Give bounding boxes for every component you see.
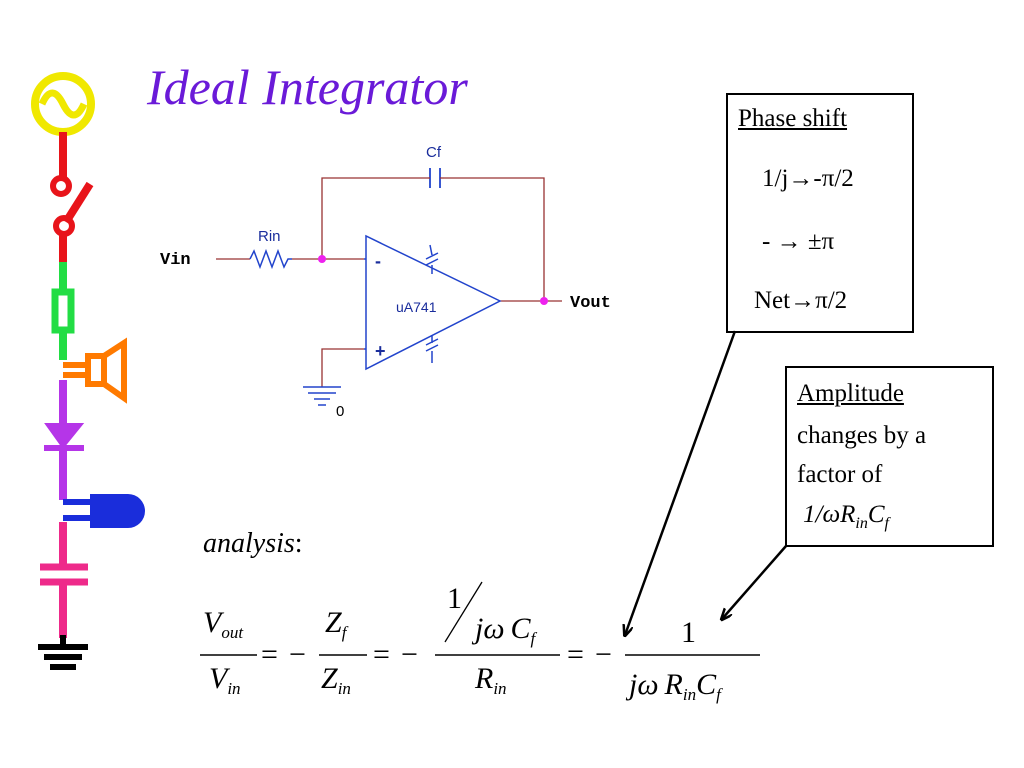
capacitor-cf [428, 168, 444, 188]
amplitude-line-1: changes by a [797, 422, 927, 449]
phase-arrow [625, 330, 737, 635]
ground-label: 0 [336, 403, 344, 420]
eq-one-small: 1 [447, 582, 462, 615]
eq-zin: Zin [321, 662, 351, 698]
eq-minus-2: − [401, 638, 418, 671]
eq-one: 1 [681, 616, 696, 649]
phase-shift-heading: Phase shift [738, 105, 848, 132]
resistor-icon [51, 262, 75, 360]
output-node [540, 297, 548, 305]
phase-shift-box: Phase shift 1/j→-π/2 - → ±π Net→π/2 [726, 93, 914, 333]
eq-equals-2: = [373, 638, 390, 671]
sidebar-circuit-strip [31, 72, 145, 670]
inverting-input-sign: - [375, 251, 381, 271]
resistor-rin [249, 248, 292, 270]
analysis-label: analysis: [203, 528, 303, 559]
noninverting-input-sign: + [375, 341, 386, 361]
eq-minus-1: − [289, 638, 306, 671]
opamp-label: uA741 [396, 299, 437, 315]
eq-equals-1: = [261, 638, 278, 671]
eq-zf: Zf [325, 606, 349, 642]
vout-label: Vout [570, 294, 611, 313]
ground-icon [38, 635, 88, 670]
phase-shift-line-2: - → ±π [762, 228, 835, 255]
amplitude-arrow [722, 545, 787, 619]
feedback-path [216, 177, 562, 387]
circuit-ground-symbol [303, 386, 341, 406]
led-icon [63, 494, 145, 528]
diode-icon [44, 380, 85, 500]
eq-equals-3: = [567, 638, 584, 671]
eq-vout: Vout [203, 606, 244, 642]
eq-minus-3: − [595, 638, 612, 671]
amplitude-heading: Amplitude [797, 380, 904, 407]
amplitude-box: Amplitude changes by a factor of 1/ωRinC… [785, 366, 994, 547]
cf-label: Cf [426, 144, 442, 161]
slide-title: Ideal Integrator [147, 59, 468, 115]
amplitude-factor: 1/ωRinCf [803, 501, 889, 532]
slash-bar [444, 581, 483, 643]
opamp-ua741 [364, 234, 502, 371]
rin-label: Rin [258, 228, 281, 245]
vin-label: Vin [160, 251, 191, 270]
capacitor-icon [40, 522, 88, 638]
speaker-icon [63, 337, 127, 404]
eq-rin: Rin [474, 662, 507, 698]
integrator-schematic: Cf Rin Vin Vout - + uA741 0 [160, 144, 611, 420]
phase-shift-line-1: 1/j→-π/2 [762, 165, 854, 192]
switch-icon [50, 132, 94, 262]
inverting-node [318, 255, 326, 263]
amplitude-line-2: factor of [797, 461, 883, 488]
eq-vin: Vin [209, 662, 241, 698]
phase-shift-line-3: Net→π/2 [754, 287, 848, 314]
